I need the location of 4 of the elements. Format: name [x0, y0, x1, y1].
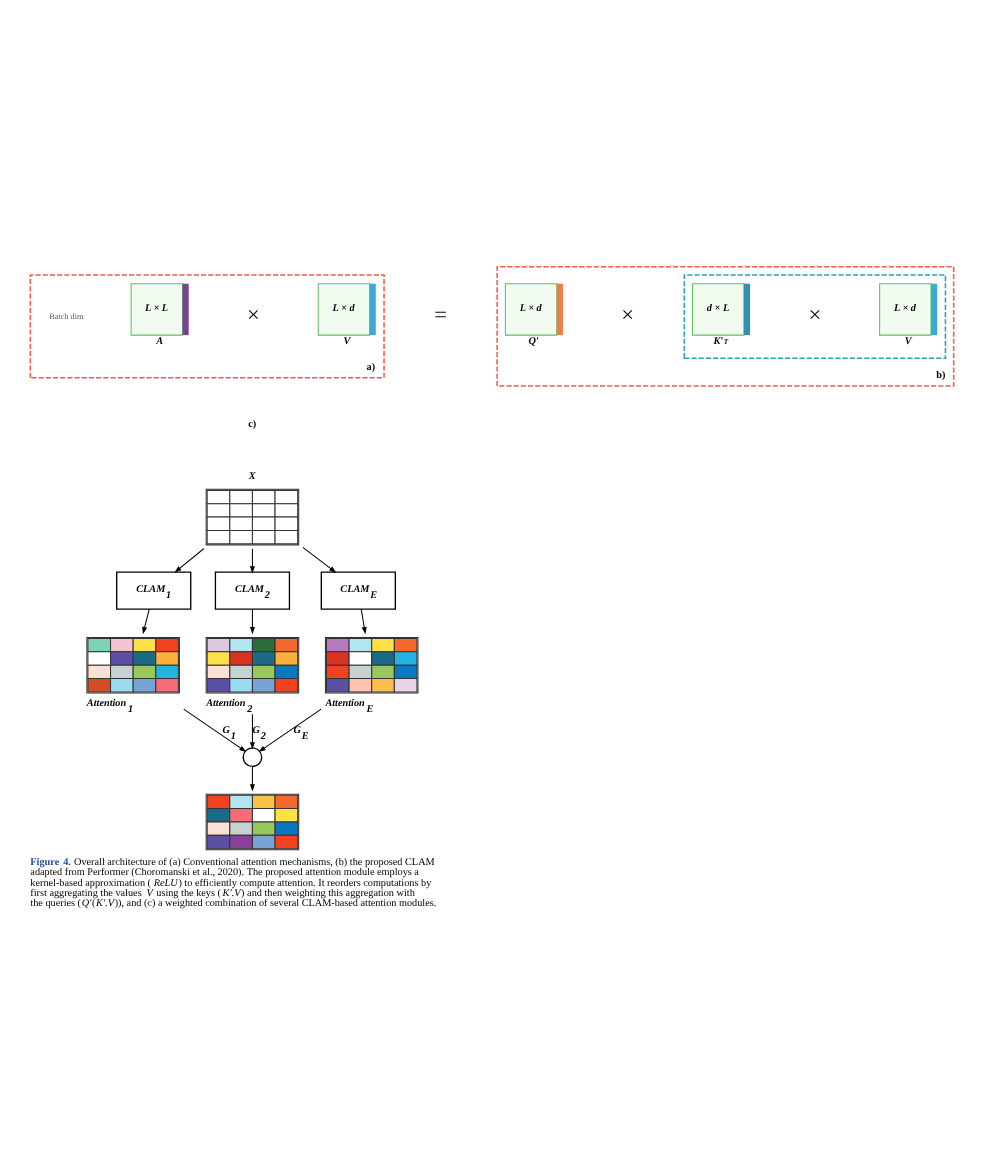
label: ×: [246, 304, 259, 329]
label: ×: [807, 304, 821, 329]
label: ×: [620, 304, 634, 329]
label: =: [433, 304, 446, 329]
